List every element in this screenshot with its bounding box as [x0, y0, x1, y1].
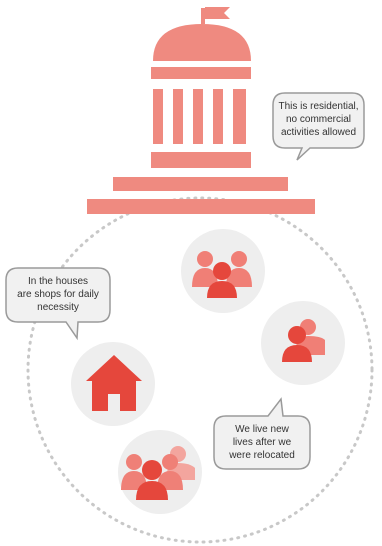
speech-bubble-government [272, 92, 365, 161]
bubble-text-relocated: We live new lives after we were relocate… [214, 423, 310, 462]
bubble-line: We live new [235, 424, 289, 435]
speech-bubble-shops [5, 267, 111, 341]
speech-bubble-relocated [213, 397, 311, 470]
bubble-line: This is residential, [278, 101, 359, 112]
bubble-line: activities allowed [280, 127, 357, 138]
bubble-line: necessity [37, 302, 79, 313]
bubble-line: were relocated [229, 450, 295, 461]
bubble-text-shops: In the houses are shops for daily necess… [6, 275, 110, 314]
people-crowd-icon [121, 446, 195, 500]
bubble-line: are shops for daily [17, 289, 99, 300]
bubble-text-government: This is residential, no commercial activ… [273, 100, 364, 139]
dotted-boundary-circle [26, 196, 374, 544]
people-pair-icon [282, 319, 325, 362]
people-group-icon [192, 251, 252, 298]
house-icon [86, 355, 142, 411]
bubble-line: In the houses [27, 276, 89, 287]
bubble-line: no commercial [285, 114, 352, 125]
government-building-icon [87, 7, 315, 214]
bubble-line: lives after we [232, 437, 292, 448]
